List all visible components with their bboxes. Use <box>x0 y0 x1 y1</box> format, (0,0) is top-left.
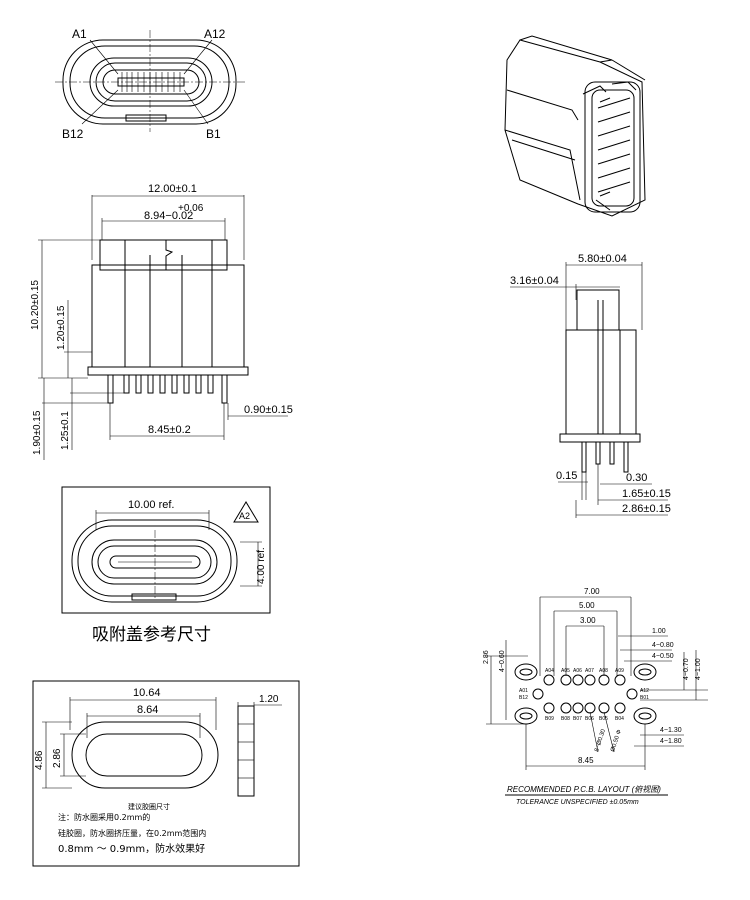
dim-pcb-845: 8.45 <box>578 756 594 765</box>
dim-end-inner: 3.16±0.04 <box>510 275 559 287</box>
dim-cover-width: 10.00 ref. <box>128 499 174 511</box>
dim-pcb-hole-a: 8−Ø0.30 <box>594 728 607 753</box>
pin-label-b1: B1 <box>206 127 221 141</box>
pad-a07: A07 <box>585 668 594 674</box>
pin-label-b12: B12 <box>62 127 84 141</box>
dim-seal-outer-w: 10.64 <box>133 687 161 699</box>
dim-pcb-130: 4−1.30 <box>660 727 682 734</box>
dim-pcb-300: 3.00 <box>580 616 596 625</box>
pad-a06: A06 <box>573 668 582 674</box>
pcb-layout-title: RECOMMENDED P.C.B. LAYOUT (俯视图) <box>507 785 661 794</box>
dim-cover-height: 4.00 ref. <box>256 547 267 584</box>
dim-pcb-100: 1.00 <box>652 628 666 635</box>
pad-b08: B08 <box>561 716 570 722</box>
dim-pcb-500: 5.00 <box>579 601 595 610</box>
dim-pcb-080: 4−0.80 <box>652 642 674 649</box>
dim-pcb-050: 4−0.50 <box>652 653 674 660</box>
dim-pcb-180: 4−1.80 <box>660 738 682 745</box>
front-view: A1 A12 B12 B1 <box>55 27 245 141</box>
pad-a05: A05 <box>561 668 570 674</box>
dim-pcb-070: 4−0.70 <box>683 658 690 680</box>
pad-b05: B05 <box>599 716 608 722</box>
dim-tol-plus: +0.06 <box>178 203 204 214</box>
pad-b01: B01 <box>640 695 649 701</box>
dim-pin-len-1: 1.90±0.15 <box>32 410 43 455</box>
dim-height-total: 10.20±0.15 <box>30 280 41 330</box>
seal-view: 10.64 8.64 4.86 2.86 1.20 建议胶圈尺寸 注：防水圈采用… <box>32 680 300 867</box>
dim-pin-len-2: 1.25±0.1 <box>60 411 71 450</box>
pad-a09: A09 <box>615 668 624 674</box>
dim-pcb-100v: 4−1.00 <box>695 658 702 680</box>
cover-view: 10.00 ref. A2 4.00 ref. 吸附盖参考尺寸 <box>61 486 271 645</box>
dim-seal-thickness: 1.20 <box>259 694 279 705</box>
dim-pcb-286: 2.86 <box>483 650 490 664</box>
cover-caption: 吸附盖参考尺寸 <box>92 625 211 645</box>
dim-pcb-700: 7.00 <box>584 587 600 596</box>
seal-note-1: 注：防水圈采用0.2mm的 <box>58 812 150 822</box>
pad-a04: A04 <box>545 668 554 674</box>
side-view: 12.00±0.1 +0.06 8.94−0.02 <box>30 183 293 460</box>
dim-end-b: 2.86±0.15 <box>622 503 671 515</box>
pad-a01: A01 <box>519 688 528 694</box>
pad-b07: B07 <box>573 716 582 722</box>
dim-end-a: 1.65±0.15 <box>622 488 671 500</box>
seal-note-3: 0.8mm ～ 0.9mm，防水效果好 <box>58 842 205 855</box>
dim-seal-inner-h: 2.86 <box>52 748 63 768</box>
dim-end-pin-w: 0.15 <box>556 470 577 482</box>
dim-width-overall: 12.00±0.1 <box>148 183 197 195</box>
pad-b09: B09 <box>545 716 554 722</box>
pin-label-a12: A12 <box>204 27 226 41</box>
dim-seal-outer-h: 4.86 <box>34 750 45 770</box>
end-view: 5.80±0.04 3.16±0.04 0.15 0.30 1.65±0.15 … <box>510 253 671 518</box>
seal-note-2: 硅胶圈，防水圈挤压量，在0.2mm范围内 <box>58 828 206 838</box>
seal-note-title: 建议胶圈尺寸 <box>128 802 170 811</box>
pcb-layout: 7.00 5.00 3.00 1.00 4−0.80 4−0.50 4−0.70… <box>483 587 708 806</box>
dim-seal-inner-w: 8.64 <box>137 704 158 716</box>
dim-width-inner: 8.94−0.02 <box>144 210 193 222</box>
pcb-tolerance-note: TOLERANCE UNSPECIFIED ±0.05mm <box>516 799 639 806</box>
pad-a08: A08 <box>599 668 608 674</box>
dim-pin-offset: 0.90±0.15 <box>244 404 293 416</box>
dim-height-base: 1.20±0.15 <box>56 305 67 350</box>
rev-tag: A2 <box>239 511 250 521</box>
isometric-view <box>504 35 646 217</box>
dim-pcb-060: 4−0.60 <box>499 650 506 672</box>
dim-end-pitch: 0.30 <box>626 472 647 484</box>
pad-b04: B04 <box>615 716 624 722</box>
pin-label-a1: A1 <box>72 27 87 41</box>
dim-pin-span: 8.45±0.2 <box>148 424 191 436</box>
dim-pcb-hole-b: Ø0.50 Φ <box>610 729 623 753</box>
pad-b06: B06 <box>585 716 594 722</box>
dim-end-width: 5.80±0.04 <box>578 253 627 265</box>
pad-b12: B12 <box>519 695 528 701</box>
pad-a12: A12 <box>640 688 649 694</box>
